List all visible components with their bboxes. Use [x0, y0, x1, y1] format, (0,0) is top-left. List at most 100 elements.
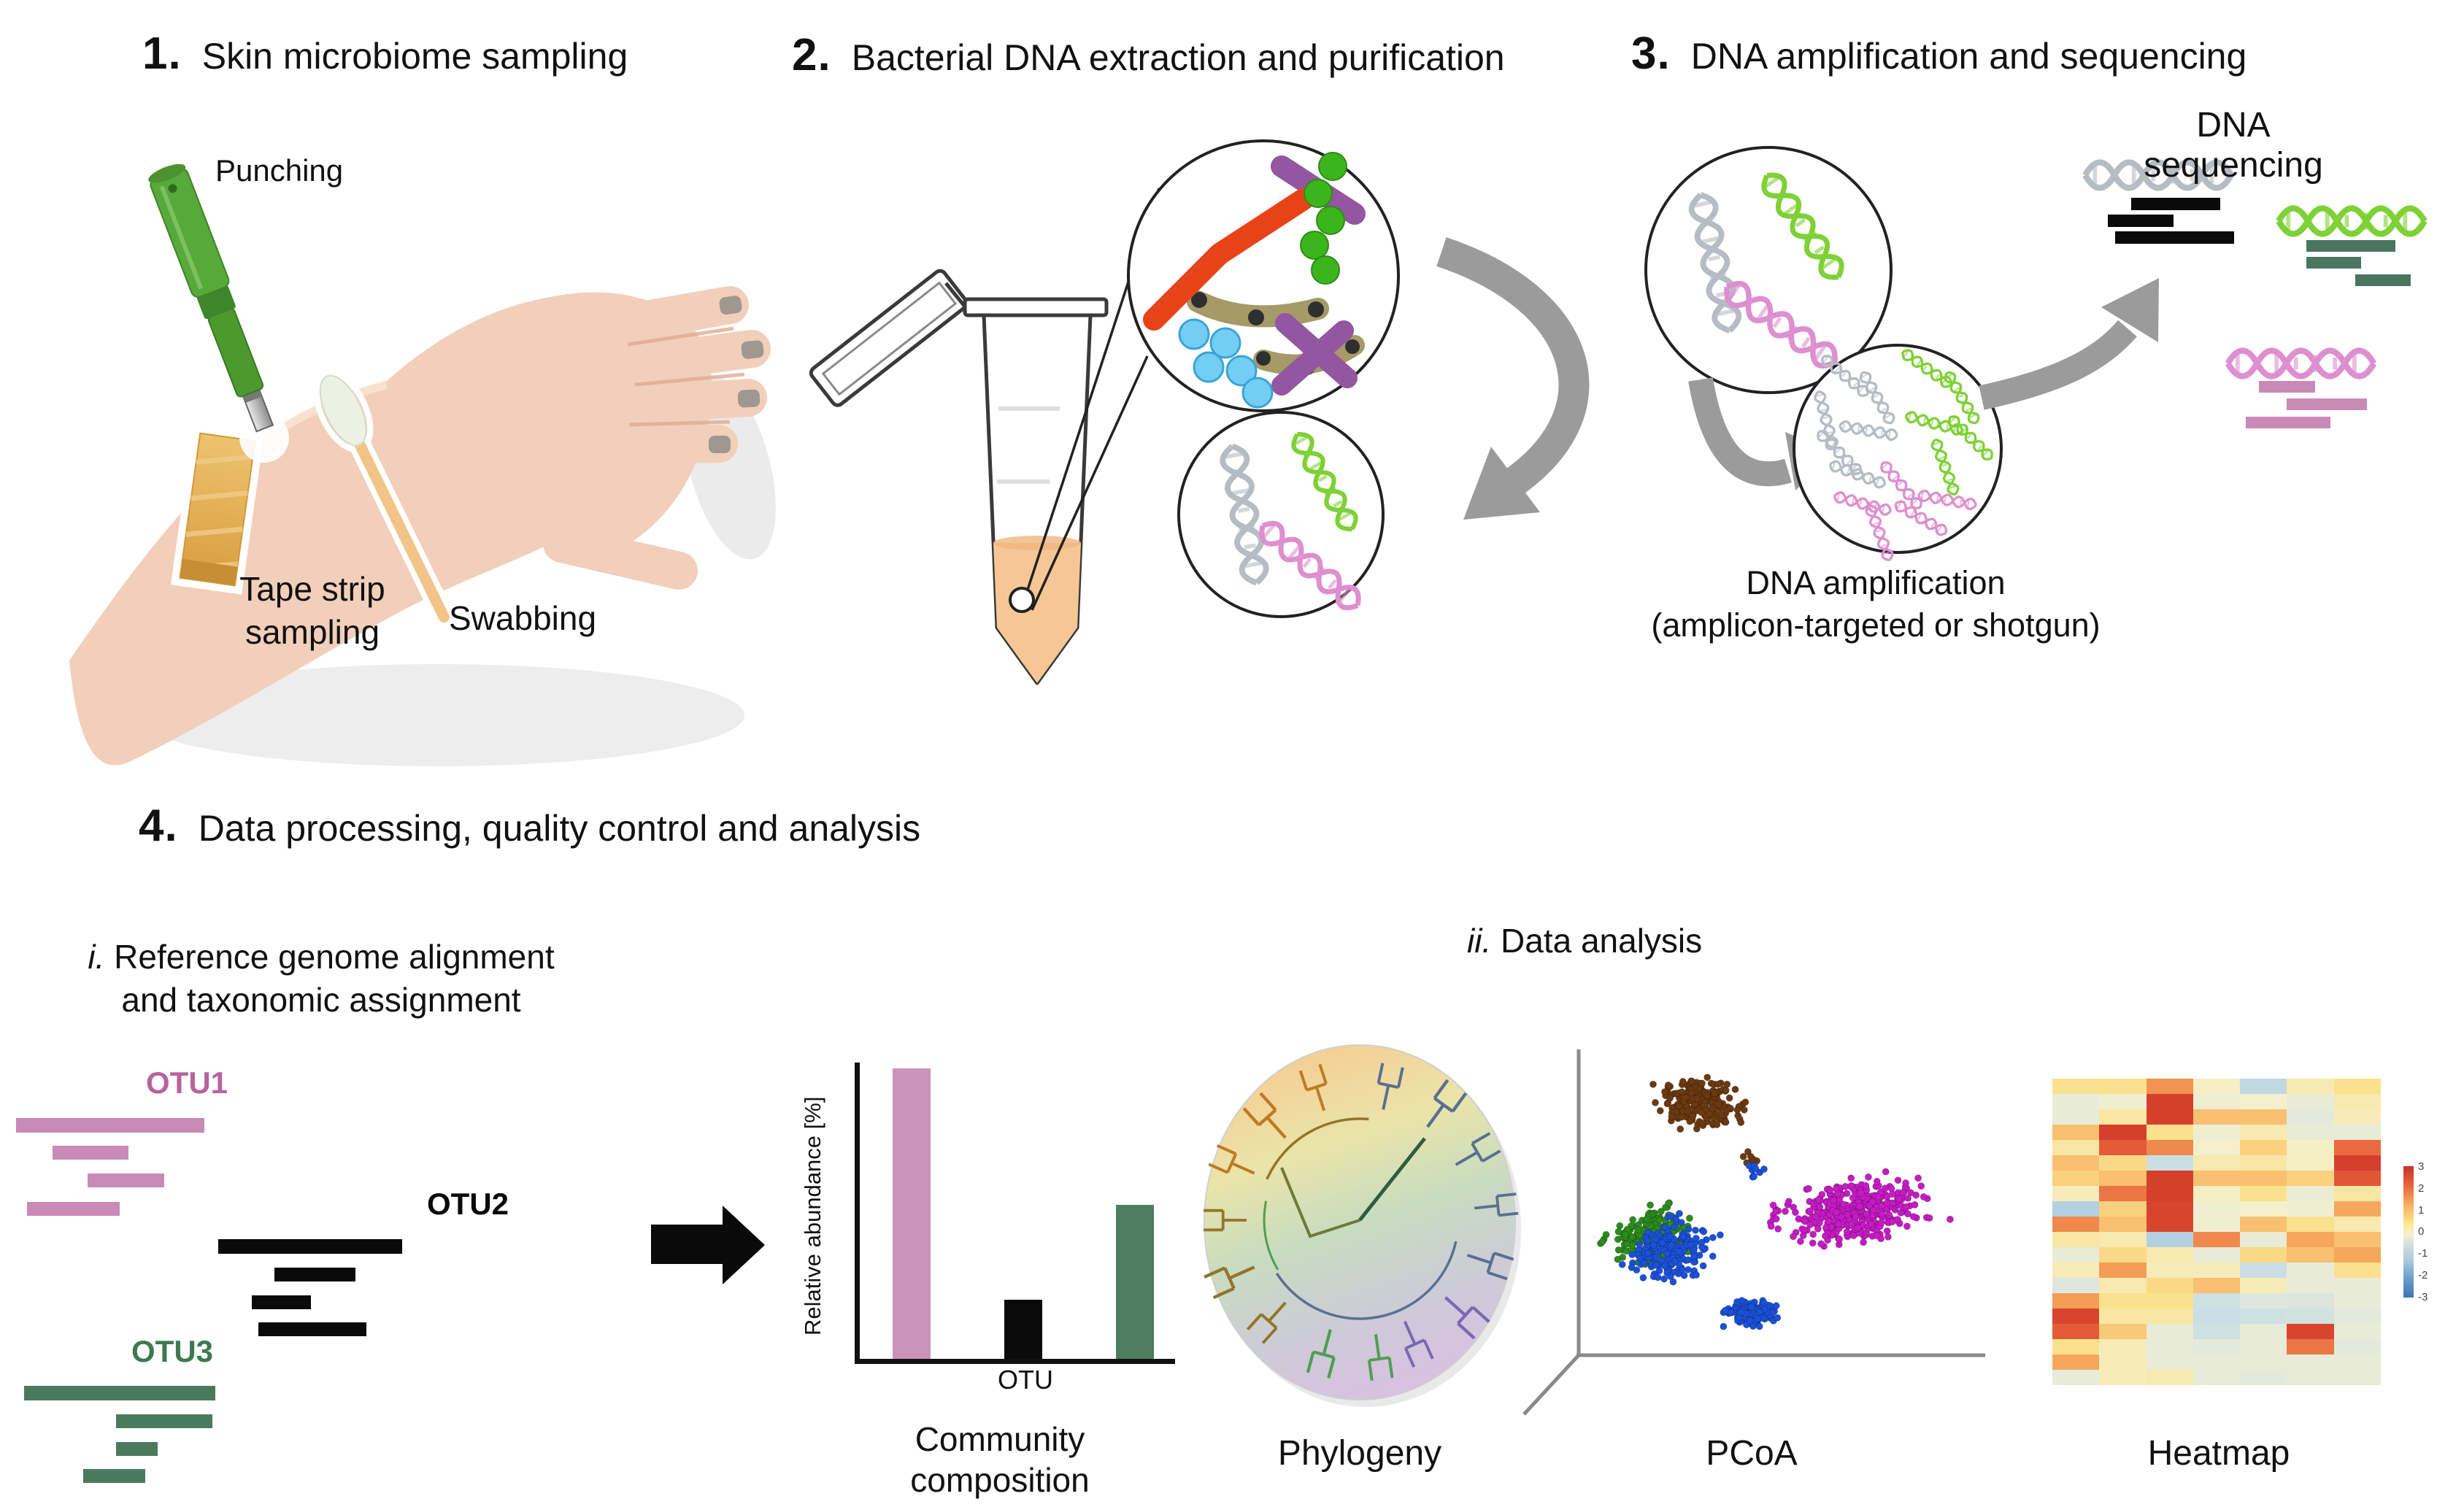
cap-hinge	[944, 282, 966, 308]
pcoa-dot-blue-cluster-left	[1661, 1223, 1669, 1231]
heatmap-cell-r17c5	[2287, 1339, 2334, 1354]
pcoa-dot-brown-cluster	[1684, 1107, 1692, 1115]
heatmap-cell-r7c2	[2146, 1186, 2193, 1201]
read-green	[2306, 240, 2395, 252]
heatmap-cell-r4c1	[2099, 1140, 2147, 1155]
sequencing-arrow	[1979, 320, 2137, 410]
pcoa-dot-magenta-cluster	[1877, 1219, 1885, 1227]
heatmap-cell-r16c4	[2240, 1324, 2287, 1339]
arm-shadow	[131, 664, 744, 766]
pcoa-dot-magenta-cluster	[1817, 1240, 1825, 1248]
heatmap-cell-r16c2	[2146, 1324, 2193, 1339]
pcoa-dot-blue-cluster-bottom	[1754, 1315, 1762, 1323]
heatmap-cell-r0c6	[2333, 1079, 2381, 1094]
pcoa-dot-magenta-cluster	[1849, 1232, 1857, 1240]
pcoa-dot-magenta-cluster	[1904, 1194, 1912, 1202]
step2-header: 2. Bacterial DNA extraction and purifica…	[792, 29, 1505, 81]
heatmap-cell-r9c2	[2146, 1217, 2193, 1232]
heatmap-cell-r15c3	[2192, 1308, 2241, 1324]
pcoa-dot-blue-cluster-left	[1670, 1223, 1678, 1231]
heatmap-cell-r3c6	[2333, 1125, 2381, 1140]
pcoa-dot-magenta-cluster	[1847, 1221, 1855, 1229]
sequencing-reads	[2085, 163, 2425, 428]
pcoa-dot-blue-cluster-left	[1644, 1249, 1652, 1257]
pcoa-dot-brown-cluster	[1741, 1098, 1749, 1106]
heatmap-cell-r19c2	[2146, 1370, 2193, 1385]
heatmap-cell-r15c0	[2052, 1308, 2100, 1324]
heatmap-cell-r2c4	[2240, 1109, 2287, 1125]
pcoa-dot-magenta-cluster	[1774, 1225, 1782, 1233]
heatmap-cell-r15c4	[2240, 1308, 2287, 1324]
fingernails	[709, 296, 764, 453]
pcoa-dot-brown-cluster	[1686, 1117, 1694, 1125]
heatmap-cell-r3c2	[2146, 1125, 2193, 1140]
pcoa-dot-magenta-cluster	[1838, 1213, 1846, 1221]
heatmap-cell-r14c0	[2052, 1293, 2100, 1308]
pcoa-dot-magenta-cluster	[1902, 1203, 1910, 1211]
pcoa-dot-blue-cluster-left	[1660, 1275, 1668, 1283]
pcoa-dot-blue-cluster-left	[1677, 1219, 1685, 1227]
pcoa-dot-blue-cluster-left	[1668, 1241, 1676, 1249]
heatmap-cell-r3c3	[2192, 1125, 2241, 1140]
heatmap-cell-r14c3	[2192, 1293, 2241, 1308]
pcoa-dot-blue-cluster-left	[1660, 1262, 1668, 1270]
heatmap-cell-r2c1	[2099, 1109, 2147, 1125]
pcoa-dot-magenta-cluster	[1925, 1214, 1933, 1222]
pcoa-dot-blue-cluster-left	[1652, 1261, 1660, 1269]
pcoa-dot-magenta-cluster	[1873, 1177, 1881, 1185]
pcoa-dot-brown-cluster	[1698, 1079, 1706, 1087]
pcoa-dot-green-cluster	[1628, 1233, 1636, 1241]
heatmap-cell-r19c3	[2192, 1370, 2241, 1385]
pcoa-dot-magenta-cluster	[1834, 1190, 1842, 1198]
pcoa-dot-magenta-cluster	[1868, 1198, 1876, 1206]
pcoa-dot-magenta-cluster	[1897, 1209, 1905, 1217]
pcoa-dot-outliers-blue	[1760, 1165, 1768, 1173]
pcoa-dot-blue-cluster-bottom	[1737, 1308, 1745, 1317]
heatmap-cell-r13c5	[2287, 1278, 2334, 1293]
community-composition-chart	[855, 1063, 1175, 1364]
pcoa-dot-brown-cluster	[1710, 1114, 1718, 1122]
pcoa-dot-blue-cluster-left	[1690, 1252, 1698, 1260]
pcoa-dot-magenta-cluster	[1864, 1173, 1872, 1181]
pcoa-dot-magenta-cluster	[1888, 1218, 1896, 1226]
heatmap-cell-r1c5	[2287, 1094, 2334, 1109]
pcoa-dot-magenta-cluster	[1898, 1189, 1906, 1197]
pcoa-dot-blue-cluster-left	[1675, 1248, 1683, 1256]
read-green	[2306, 257, 2361, 269]
pcoa-scatter-dots	[1596, 1074, 1954, 1330]
pcoa-dot-blue-cluster-left	[1667, 1212, 1675, 1220]
dna-helix-green	[2279, 209, 2425, 234]
step1-number: 1.	[142, 28, 182, 79]
pcoa-dot-blue-cluster-left	[1709, 1252, 1717, 1260]
barchart-ylabel: Relative abundance [%]	[800, 1096, 825, 1336]
heatmap-cell-r12c2	[2146, 1263, 2193, 1278]
heatmap-cell-r3c1	[2099, 1125, 2147, 1140]
pcoa-dot-magenta-cluster	[1821, 1232, 1829, 1240]
pcoa-dot-magenta-cluster	[1840, 1200, 1848, 1209]
heatmap-cell-r2c3	[2192, 1109, 2241, 1125]
pcoa-dot-magenta-cluster	[1785, 1198, 1793, 1206]
sub-ii-numeral: ii.	[1467, 922, 1492, 960]
step1-header: 1. Skin microbiome sampling	[142, 28, 628, 80]
pcoa-dot-brown-cluster	[1711, 1090, 1719, 1098]
read-pink	[2287, 398, 2367, 410]
data-analysis-label: ii. Data analysis	[1467, 922, 1703, 960]
skin-sampling-illustration	[69, 163, 776, 766]
heatmap-cell-r12c4	[2240, 1263, 2287, 1278]
pcoa-dot-blue-cluster-left	[1679, 1233, 1687, 1241]
swab-stick	[349, 428, 450, 623]
tube-cap	[809, 269, 969, 407]
pcoa-dot-magenta-cluster	[1806, 1207, 1814, 1215]
pcoa-dot-blue-cluster-left	[1693, 1271, 1701, 1279]
pcoa-dot-outliers-magenta	[1772, 1215, 1780, 1223]
heatmap-cell-r11c4	[2240, 1247, 2287, 1263]
pcoa-dot-brown-cluster	[1678, 1088, 1686, 1096]
pcoa-dot-blue-cluster-bottom	[1721, 1306, 1729, 1314]
amplification-arrow	[1688, 377, 1792, 487]
pcoa-dot-brown-cluster	[1706, 1110, 1714, 1118]
colorbar-tick: 1	[2418, 1203, 2425, 1217]
extraction-arrowhead	[1463, 447, 1540, 520]
pcoa-dot-green-cluster	[1614, 1227, 1622, 1236]
pcoa-dot-magenta-cluster	[1804, 1184, 1812, 1192]
pcoa-dot-magenta-cluster	[1887, 1184, 1895, 1192]
